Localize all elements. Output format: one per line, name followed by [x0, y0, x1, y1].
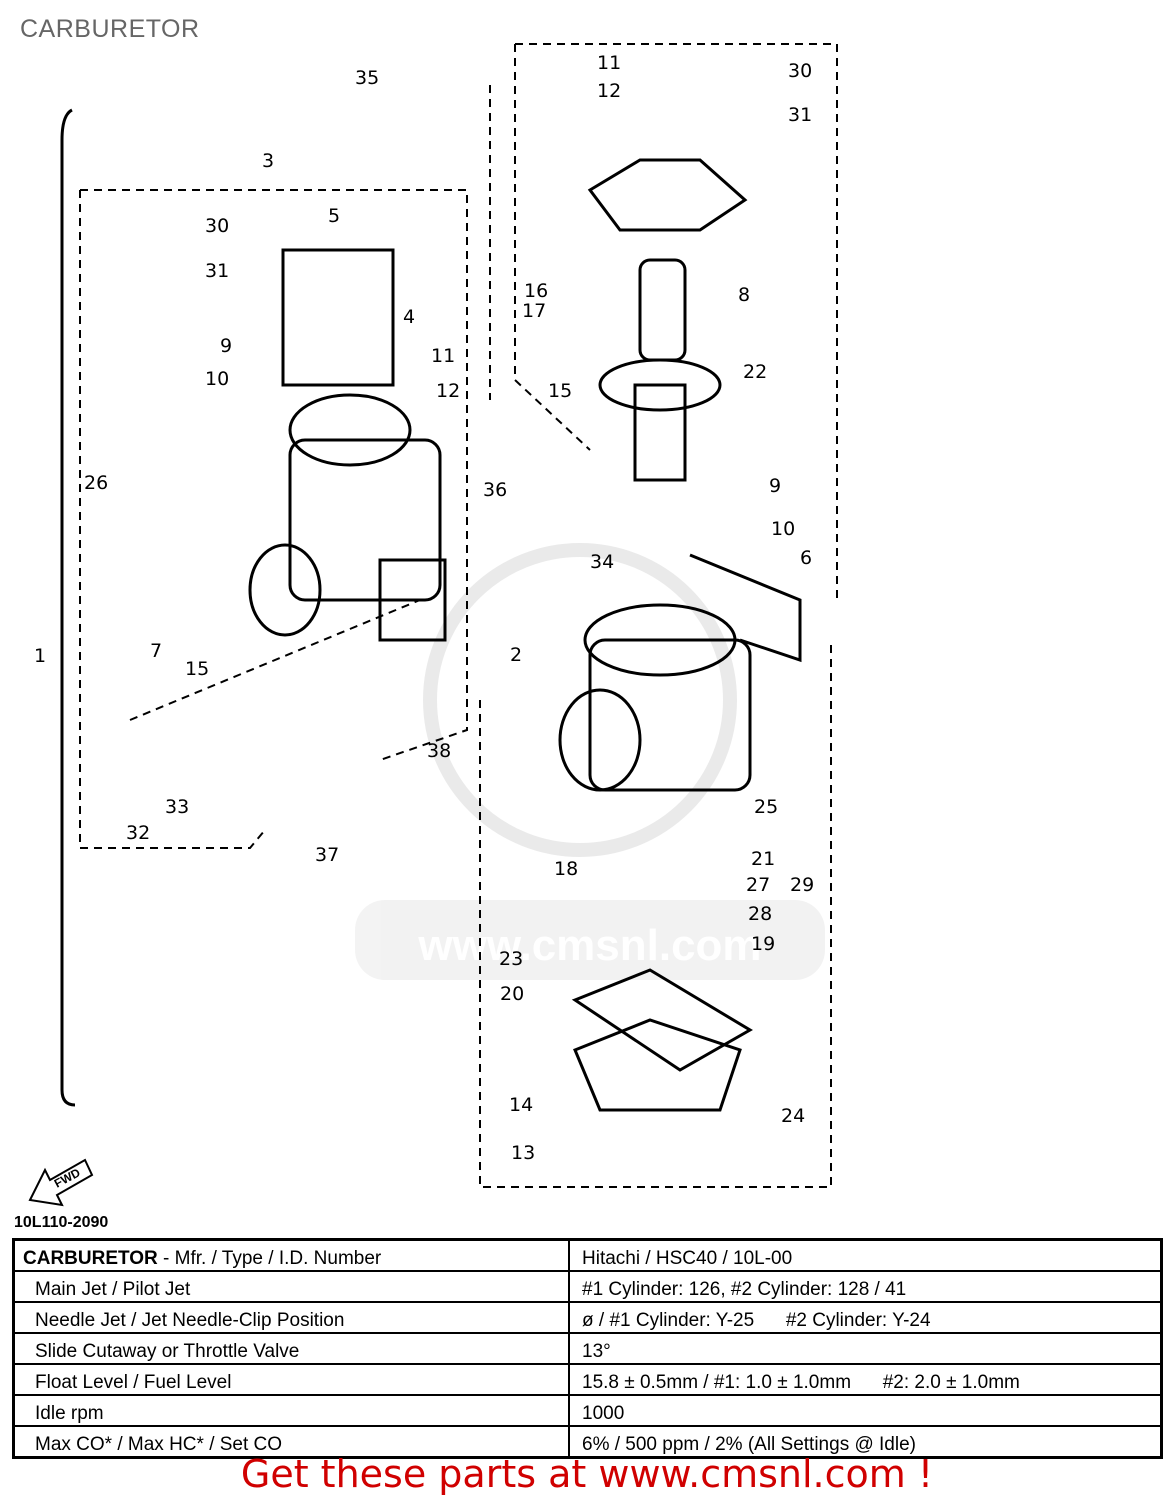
callout-number: 12 [597, 80, 621, 102]
group-outlines [79, 43, 838, 1188]
callout-number: 22 [743, 361, 767, 383]
spec-label: Slide Cutaway or Throttle Valve [12, 1332, 570, 1365]
diagram-code: 10L110-2090 [14, 1214, 109, 1231]
callout-number: 11 [597, 52, 621, 74]
callout-number: 30 [788, 60, 812, 82]
callout-number: 15 [185, 658, 209, 680]
spec-label: Main Jet / Pilot Jet [12, 1270, 570, 1303]
callout-number: 11 [431, 345, 455, 367]
callout-number: 8 [738, 284, 750, 306]
watermark-logo: www.cmsnl.com [355, 543, 825, 980]
callout-number: 10 [205, 368, 229, 390]
callout-number: 17 [522, 300, 546, 322]
callout-number: 3 [262, 150, 274, 172]
carburetor-right [558, 158, 802, 1112]
callout-number: 29 [790, 874, 814, 896]
callout-number: 20 [500, 983, 524, 1005]
callout-number: 18 [554, 858, 578, 880]
callout-number: 9 [220, 335, 232, 357]
spec-value: 13° [568, 1332, 1163, 1365]
callout-number: 4 [403, 306, 415, 328]
callout-number: 36 [483, 479, 507, 501]
callout-number: 27 [746, 874, 770, 896]
spec-header-rest: - Mfr. / Type / I.D. Number [157, 1248, 382, 1269]
spec-label: Idle rpm [12, 1394, 570, 1427]
callout-number: 21 [751, 848, 775, 870]
spec-value: 15.8 ± 0.5mm / #1: 1.0 ± 1.0mm #2: 2.0 ±… [568, 1363, 1163, 1396]
callout-number: 35 [355, 67, 379, 89]
callout-number: 38 [427, 740, 451, 762]
svg-text:FWD: FWD [52, 1165, 83, 1190]
callout-number: 12 [436, 380, 460, 402]
spec-label: Max CO* / Max HC* / Set CO [12, 1425, 570, 1459]
callout-number: 2 [510, 644, 522, 666]
assembly-bracket [60, 108, 76, 1107]
callout-number: 13 [511, 1142, 535, 1164]
callout-number: 33 [165, 796, 189, 818]
callout-number: 10 [771, 518, 795, 540]
spec-value: 6% / 500 ppm / 2% (All Settings @ Idle) [568, 1425, 1163, 1459]
spec-value: 1000 [568, 1394, 1163, 1427]
spec-value: Hitachi / HSC40 / 10L-00 [568, 1238, 1163, 1272]
callout-number: 5 [328, 205, 340, 227]
promo-link[interactable]: Get these parts at www.cmsnl.com ! [240, 1452, 934, 1496]
spec-label: Needle Jet / Jet Needle-Clip Position [12, 1301, 570, 1334]
callout-number: 28 [748, 903, 772, 925]
callout-number: 23 [499, 948, 523, 970]
page-title: CARBURETOR [20, 15, 200, 43]
callout-number: 14 [509, 1094, 533, 1116]
callout-number: 9 [769, 475, 781, 497]
callout-number: 37 [315, 844, 339, 866]
spec-value: ø / #1 Cylinder: Y-25 #2 Cylinder: Y-24 [568, 1301, 1163, 1334]
table-row: Main Jet / Pilot Jet#1 Cylinder: 126, #2… [12, 1270, 1163, 1303]
callout-number: 15 [548, 380, 572, 402]
spec-label: Float Level / Fuel Level [12, 1363, 570, 1396]
callout-number: 30 [205, 215, 229, 237]
callout-number: 31 [788, 104, 812, 126]
callout-number: 31 [205, 260, 229, 282]
spec-header-bold: CARBURETOR [23, 1248, 158, 1269]
table-row: CARBURETOR - Mfr. / Type / I.D. Number H… [12, 1238, 1163, 1272]
fwd-arrow: FWD [28, 1158, 94, 1207]
callout-number: 24 [781, 1105, 805, 1127]
watermark-text: www.cmsnl.com [417, 921, 761, 970]
callout-number: 16 [524, 280, 548, 302]
spec-label: CARBURETOR - Mfr. / Type / I.D. Number [12, 1238, 570, 1272]
callout-number: 19 [751, 933, 775, 955]
callout-number: 1 [34, 645, 46, 667]
callout-number: 7 [150, 640, 162, 662]
callout-number: 25 [754, 796, 778, 818]
callout-number: 6 [800, 547, 812, 569]
callout-number: 26 [84, 472, 108, 494]
callout-number: 34 [590, 551, 614, 573]
callout-number: 32 [126, 822, 150, 844]
specs-table: CARBURETOR - Mfr. / Type / I.D. Number H… [12, 1238, 1163, 1459]
carburetor-left [248, 248, 447, 642]
spec-value: #1 Cylinder: 126, #2 Cylinder: 128 / 41 [568, 1270, 1163, 1303]
